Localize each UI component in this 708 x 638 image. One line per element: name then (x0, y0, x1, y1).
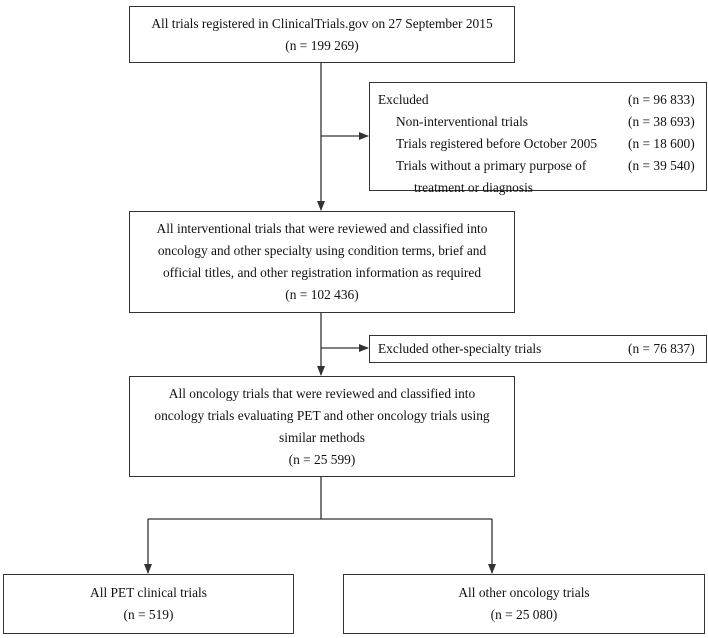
box-pet-trials: All PET clinical trials (n = 519) (3, 574, 294, 634)
excluded-title-row: Excluded (n = 96 833) (378, 89, 698, 111)
excluded-item-label: Trials registered before October 2005 (396, 136, 598, 151)
box-excluded: Excluded (n = 96 833) Non-interventional… (369, 82, 707, 195)
excluded-item-non-interventional: Non-interventional trials (n = 38 693) (378, 111, 698, 133)
interventional-line: oncology and other specialty using condi… (157, 243, 487, 258)
box-oncology: All oncology trials that were reviewed a… (129, 376, 515, 477)
excluded-item-before-2005: Trials registered before October 2005 (n… (378, 133, 698, 155)
interventional-line: official titles, and other registration … (162, 265, 482, 280)
oncology-line: All oncology trials that were reviewed a… (168, 385, 476, 401)
box-interventional: All interventional trials that were revi… (129, 211, 515, 313)
excluded-item-count: (n = 18 600) (628, 136, 695, 151)
excluded-other-count: (n = 76 837) (628, 341, 695, 356)
excluded-item-label-cont: treatment or diagnosis (414, 180, 533, 195)
pet-label: All PET clinical trials (90, 585, 207, 600)
excluded-title-count: (n = 96 833) (628, 92, 695, 107)
excluded-item-no-primary-purpose: Trials without a primary purpose of (n =… (378, 155, 698, 177)
excluded-title: Excluded (378, 92, 429, 107)
box-all-registered: All trials registered in ClinicalTrials.… (129, 6, 515, 63)
interventional-line: All interventional trials that were revi… (156, 221, 488, 236)
excluded-item-label: Non-interventional trials (396, 114, 529, 129)
excluded-item-label: Trials without a primary purpose of (396, 158, 587, 173)
interventional-count: (n = 102 436) (285, 287, 359, 302)
oncology-line: similar methods (279, 429, 365, 445)
oncology-line: oncology trials evaluating PET and other… (154, 407, 490, 423)
other-oncology-label: All other oncology trials (458, 585, 590, 600)
excluded-item-count: (n = 38 693) (628, 114, 695, 129)
other-oncology-count: (n = 25 080) (490, 607, 558, 622)
excluded-other-row: Excluded other-specialty trials (n = 76 … (378, 338, 698, 360)
box-excluded-other: Excluded other-specialty trials (n = 76 … (369, 335, 707, 363)
all-registered-count: (n = 199 269) (285, 37, 359, 53)
oncology-count: (n = 25 599) (288, 451, 356, 467)
box-other-oncology-trials: All other oncology trials (n = 25 080) (343, 574, 705, 634)
all-registered-text: All trials registered in ClinicalTrials.… (151, 15, 493, 31)
excluded-item-count: (n = 39 540) (628, 158, 695, 173)
excluded-other-label: Excluded other-specialty trials (378, 341, 542, 356)
excluded-item-no-primary-purpose-cont: treatment or diagnosis (378, 177, 698, 199)
pet-count: (n = 519) (123, 607, 174, 622)
